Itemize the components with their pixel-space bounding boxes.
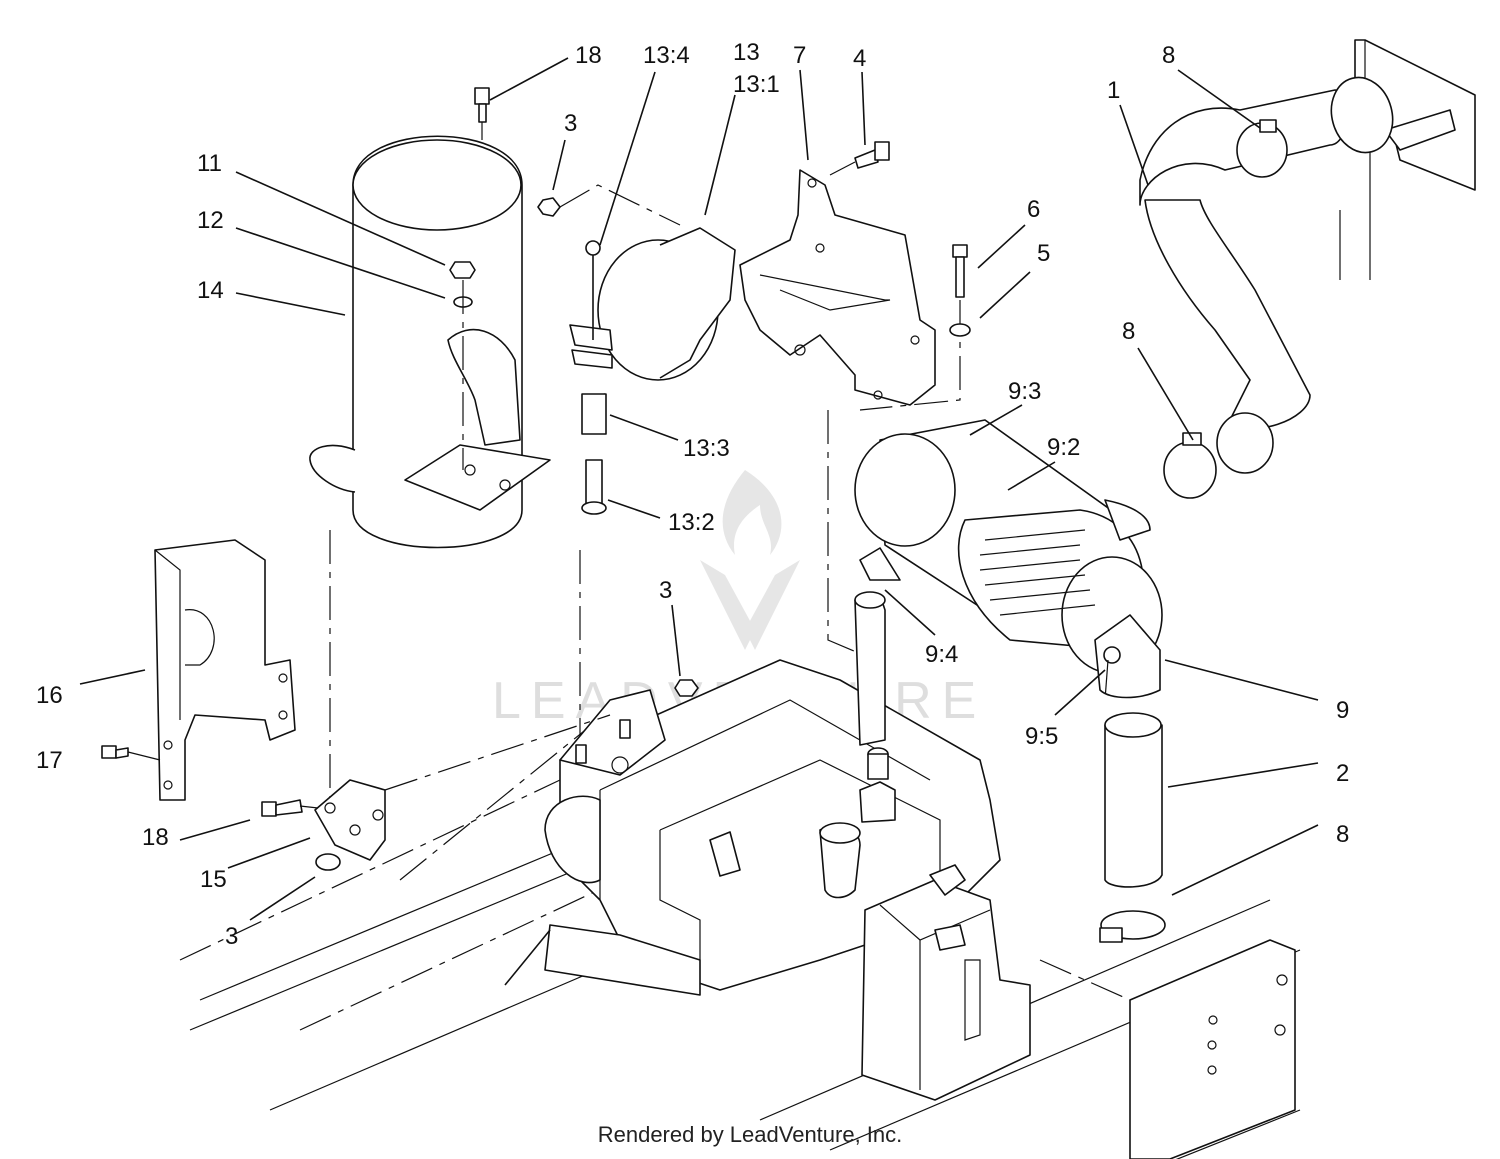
bolt-6 [952,244,968,298]
callout-9-3: 9:3 [1008,378,1041,405]
stud [581,459,607,515]
callout-3-bottom: 3 [225,923,238,950]
leadventure-logo-icon [700,470,800,650]
mounting-band [569,227,736,381]
callout-18-top: 18 [575,42,602,69]
bolt-line-15 [384,714,611,791]
muffler-bracket [314,779,386,861]
callout-11: 11 [197,150,222,177]
callout-7: 7 [793,42,806,69]
hose-clamp-middle [1163,432,1217,499]
callout-12: 12 [197,207,224,234]
callout-1: 1 [1107,77,1120,104]
callout-13-3: 13:3 [683,435,730,462]
leader-lines [79,57,1319,921]
bolt-18-bottom [261,799,303,817]
callout-2: 2 [1336,760,1349,787]
bolt-line-4 [829,161,856,176]
bolt-18-top [474,87,490,123]
muffler [309,135,551,549]
callout-9: 9 [1336,697,1349,724]
callout-6: 6 [1027,196,1040,223]
air-cleaner-bracket [739,169,936,406]
nut-3-middle [674,679,699,697]
bolt-line-nut [559,184,681,226]
callout-8-top: 8 [1162,42,1175,69]
callout-8-bottom: 8 [1336,821,1349,848]
callout-16: 16 [36,682,63,709]
callout-8-middle: 8 [1122,318,1135,345]
callout-labels: 18 13:4 13 13:1 7 4 8 1 3 11 12 14 6 5 8… [36,39,1349,950]
callout-14: 14 [197,277,224,304]
hood-bracket [1339,39,1476,280]
callout-13-2: 13:2 [668,509,715,536]
bolt-4 [854,141,890,169]
callout-13-4: 13:4 [643,42,690,69]
callout-17: 17 [36,747,63,774]
heat-shield [154,539,296,801]
callout-13: 13 [733,39,760,66]
nut-3-top [537,197,561,217]
callout-18-bottom: 18 [142,824,169,851]
bolt-17 [101,745,129,759]
footer-credit: Rendered by LeadVenture, Inc. [597,1122,903,1147]
nut-3-bottom [315,853,341,871]
callout-9-4: 9:4 [925,641,958,668]
callout-5: 5 [1037,240,1050,267]
spring [581,393,607,435]
bolt-line-17 [127,751,161,761]
hose-clamp-top [1236,119,1288,178]
callout-9-2: 9:2 [1047,434,1080,461]
callout-4: 4 [853,45,866,72]
callout-3-middle: 3 [659,577,672,604]
lower-intake-hose [1104,712,1163,888]
control-box [861,864,1031,1101]
callout-9-5: 9:5 [1025,723,1058,750]
callout-15: 15 [200,866,227,893]
frame-lines [179,300,1301,1159]
hose-clamp-bottom [1099,910,1166,943]
frame-rail [1129,939,1296,1159]
callout-13-1: 13:1 [733,71,780,98]
air-cleaner-assembly [854,419,1163,699]
nut-11 [449,261,476,279]
callout-3-top: 3 [564,110,577,137]
washer-5 [949,323,971,337]
bolt-line-9 [1104,659,1109,701]
bolt-line-18b [299,805,319,809]
